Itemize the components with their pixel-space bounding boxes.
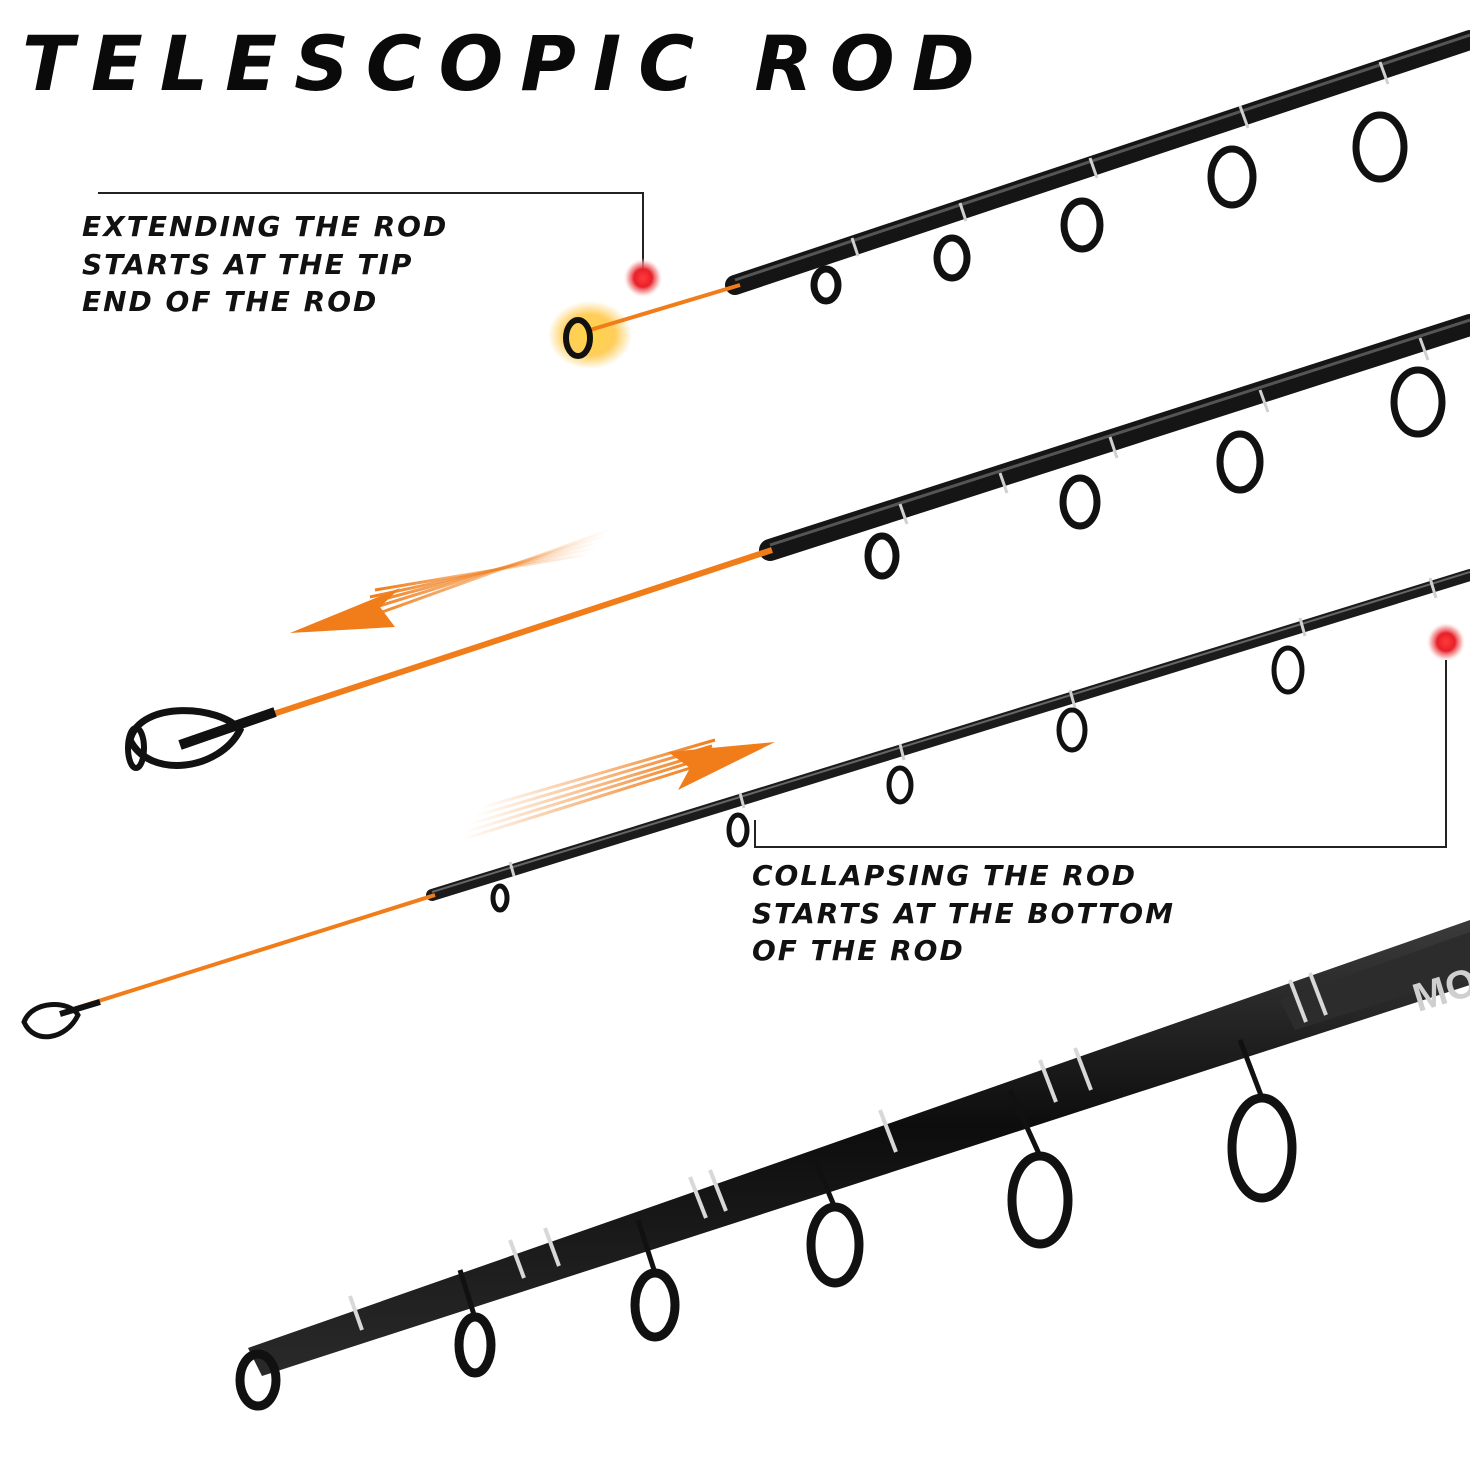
collapse-callout-line-1: COLLAPSING THE ROD	[752, 859, 1137, 892]
rod-extended-top	[548, 30, 1470, 369]
extend-callout: EXTENDING THE ROD STARTS AT THE TIP END …	[82, 208, 448, 321]
arrow-right-icon	[459, 738, 775, 842]
orange-tip-extended	[239, 547, 773, 728]
extend-callout-line-2: STARTS AT THE TIP	[82, 247, 414, 281]
collapse-callout-line-3: OF THE ROD	[752, 934, 965, 967]
red-dot-icon	[1426, 622, 1466, 662]
extend-callout-line-1: EXTENDING THE ROD	[82, 210, 449, 243]
rod-collapsed-bottom: MO	[235, 920, 1470, 1411]
page-title: TELESCOPIC ROD	[22, 19, 992, 108]
rod-collapsing	[21, 569, 1470, 1040]
extend-callout-line-3: END OF THE ROD	[82, 285, 379, 318]
tip-section	[589, 283, 741, 332]
orange-tip-collapsing	[69, 893, 436, 1012]
collapse-callout: COLLAPSING THE ROD STARTS AT THE BOTTOM …	[752, 857, 1175, 970]
collapse-connector	[754, 622, 1466, 848]
rod-extended-middle	[125, 314, 1470, 771]
arrow-left-icon	[290, 528, 611, 633]
extend-connector	[98, 192, 663, 298]
red-dot-icon	[623, 258, 663, 298]
collapse-callout-line-2: STARTS AT THE BOTTOM	[752, 896, 1175, 930]
